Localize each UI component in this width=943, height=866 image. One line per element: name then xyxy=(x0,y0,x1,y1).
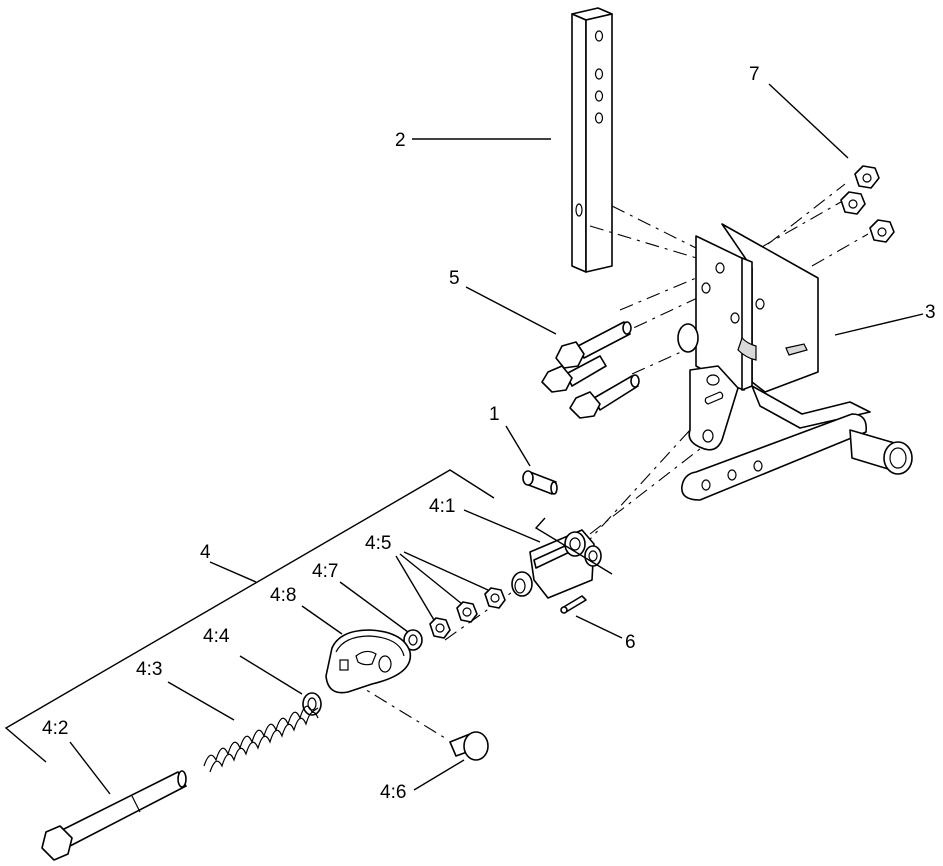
assembly-4-bracket xyxy=(4,469,613,763)
part-4-5-nuts xyxy=(429,587,506,639)
part-4-8-cam-plate xyxy=(325,629,412,694)
callout-4-1: 4:1 xyxy=(429,496,455,517)
callout-7: 7 xyxy=(749,64,760,85)
part-2-vertical-tube xyxy=(571,7,613,273)
callout-4-8: 4:8 xyxy=(270,585,296,606)
link-arm xyxy=(688,365,739,451)
part-4-3-spring xyxy=(203,705,319,773)
part-4-2-bolt xyxy=(41,770,187,861)
part-5-bolts xyxy=(541,321,640,419)
callout-4-7: 4:7 xyxy=(312,561,338,582)
callout-3: 3 xyxy=(925,302,936,323)
part-6-cotter-pin xyxy=(560,595,587,614)
callout-4-3: 4:3 xyxy=(136,659,162,680)
part-1-clevis-pin xyxy=(522,470,558,495)
callout-1: 1 xyxy=(489,404,500,425)
callout-4: 4 xyxy=(200,542,211,563)
callout-6: 6 xyxy=(625,632,636,653)
callout-4-5: 4:5 xyxy=(365,533,391,554)
part-7-nuts xyxy=(840,165,895,243)
part-4-6-bolt xyxy=(449,731,489,761)
callout-5: 5 xyxy=(449,268,460,289)
callout-4-6: 4:6 xyxy=(380,782,406,803)
callout-4-4: 4:4 xyxy=(203,626,230,647)
part-3-bracket xyxy=(677,223,913,501)
callout-2: 2 xyxy=(395,130,406,151)
callout-labels: 2 7 3 5 1 6 4:1 4:5 4:7 4:8 4 4:4 4:3 4:… xyxy=(42,64,936,803)
leader-lines xyxy=(69,83,924,795)
callout-4-2: 4:2 xyxy=(42,718,68,739)
part-4-7-washer xyxy=(403,629,423,651)
